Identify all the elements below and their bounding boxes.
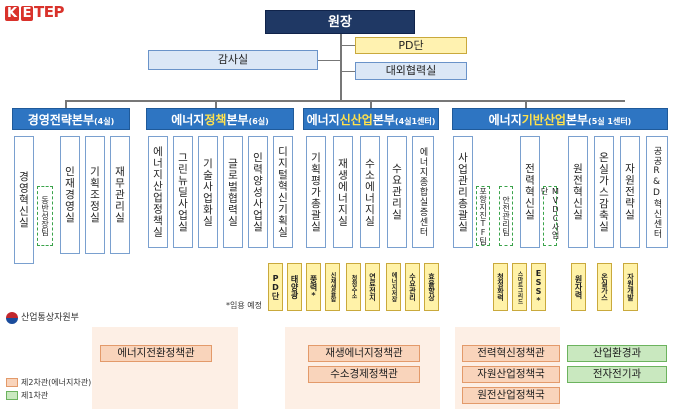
logo-text: E bbox=[20, 6, 33, 21]
policy-office: 에너지전환정책관 bbox=[100, 345, 212, 362]
hq-base-industry: 에너지기반산업본부(5실 1센터) bbox=[452, 108, 668, 130]
unit-box: 사업관리총괄실 bbox=[453, 136, 473, 248]
unit-box: 글로벌협력실 bbox=[223, 136, 243, 248]
hq-management: 경영전략본부(4실) bbox=[12, 108, 130, 130]
pd-small-box: 에너지저장 bbox=[386, 263, 401, 311]
policy-office: 전력혁신정책관 bbox=[462, 345, 560, 362]
hq-count: (5실 1센터) bbox=[588, 117, 632, 126]
subunit-box: MVDC사업단 bbox=[540, 186, 560, 246]
pd-small-box: 자원개발 bbox=[623, 263, 638, 311]
pd-small-box: 효율향상 bbox=[424, 263, 439, 311]
government-emblem-icon bbox=[6, 311, 18, 324]
unit-box: 인력양성사업실 bbox=[248, 136, 268, 248]
pd-small-box: 스마트그리드 bbox=[512, 263, 527, 311]
external-affairs-box: 대외협력실 bbox=[355, 62, 467, 80]
hq-count: (4실1센터) bbox=[394, 117, 436, 126]
hq-name: 에너지 bbox=[488, 113, 522, 127]
logo-text: K bbox=[5, 6, 19, 21]
hq-count: (6실) bbox=[248, 117, 269, 126]
pd-small-box: 신재생융합 bbox=[325, 263, 340, 311]
unit-box: 에너지종합실증센터 bbox=[412, 136, 434, 248]
pd-small-box: 청정화력 bbox=[493, 263, 508, 311]
pd-small-box: ESS* bbox=[531, 263, 546, 311]
unit-box: 그린뉴딜사업실 bbox=[173, 136, 193, 248]
policy-office: 수소경제정책관 bbox=[308, 366, 420, 383]
unit-box: 기획평가총괄실 bbox=[306, 136, 326, 248]
hq-policy: 에너지정책본부(6실) bbox=[146, 108, 294, 130]
hq-name: 에너지 bbox=[171, 113, 205, 127]
pd-small-box: 수요관리 bbox=[405, 263, 420, 311]
hq-name-highlight: 신산업 bbox=[339, 113, 373, 127]
logo-text: TEP bbox=[33, 3, 64, 21]
ministry-label: 산업통상자원부 bbox=[6, 310, 79, 324]
unit-box: 원전혁신실 bbox=[568, 136, 588, 248]
hq-name: 에너지 bbox=[306, 113, 340, 127]
appointment-note: *임용 예정 bbox=[226, 301, 262, 310]
unit-box: 자원전략실 bbox=[620, 136, 640, 248]
pd-small-box: PD단 bbox=[268, 263, 283, 311]
ministry-name: 산업통상자원부 bbox=[21, 313, 79, 323]
policy-office: 원전산업정책국 bbox=[462, 387, 560, 404]
subunit-box: 안전관리팀 bbox=[499, 186, 513, 246]
hq-name: 경영전략본부 bbox=[27, 113, 94, 127]
policy-office-green: 산업환경과 bbox=[567, 345, 667, 362]
policy-office: 재생에너지정책관 bbox=[308, 345, 420, 362]
subunit-box: 포항지진TF팀 bbox=[476, 186, 490, 246]
unit-box: 재생에너지실 bbox=[333, 136, 353, 248]
legend-item: 제1차관 bbox=[6, 390, 48, 401]
pd-box: PD단 bbox=[355, 37, 467, 54]
legend-label: 제2차관(에너지차관) bbox=[21, 378, 92, 387]
pd-small-box: 원자력 bbox=[571, 263, 586, 311]
unit-box: 경영혁신실 bbox=[14, 136, 34, 264]
unit-box: 수요관리실 bbox=[387, 136, 407, 248]
unit-box: 공공R&D혁신센터 bbox=[646, 136, 668, 248]
legend-swatch bbox=[6, 378, 18, 387]
pd-small-box: 온실가스 bbox=[597, 263, 612, 311]
hq-name: 본부 bbox=[226, 113, 249, 127]
president-box: 원장 bbox=[265, 10, 415, 34]
legend-label: 제1차관 bbox=[21, 391, 49, 400]
pd-small-box: 풍력* bbox=[306, 263, 321, 311]
policy-office-green: 전자전기과 bbox=[567, 366, 667, 383]
policy-office: 자원산업정책국 bbox=[462, 366, 560, 383]
legend-swatch bbox=[6, 391, 18, 400]
unit-box: 기획조정실 bbox=[85, 136, 105, 254]
hq-name: 본부 bbox=[372, 113, 395, 127]
audit-box: 감사실 bbox=[148, 50, 318, 70]
legend-item: 제2차관(에너지차관) bbox=[6, 377, 91, 388]
pd-small-box: 청정수소 bbox=[346, 263, 361, 311]
hq-name: 본부 bbox=[565, 113, 589, 127]
unit-box: 디지털혁신기획실 bbox=[273, 136, 293, 248]
pd-small-box: 태양광 bbox=[287, 263, 302, 311]
hq-name-highlight: 기반산업 bbox=[521, 113, 566, 127]
unit-box: 재무관리실 bbox=[110, 136, 130, 254]
policy-band bbox=[92, 327, 238, 409]
unit-box: 에너지산업정책실 bbox=[148, 136, 168, 248]
hq-new-industry: 에너지신산업본부(4실1센터) bbox=[303, 108, 439, 130]
hq-count: (4실) bbox=[94, 117, 115, 126]
unit-box: 온실가스감축실 bbox=[594, 136, 614, 248]
pd-small-box: 연료전지 bbox=[365, 263, 380, 311]
hq-name-highlight: 정책 bbox=[204, 113, 227, 127]
unit-box: 기술사업화실 bbox=[198, 136, 218, 248]
subunit-box: 동반성장팀 bbox=[37, 186, 53, 246]
unit-box: 수소에너지실 bbox=[360, 136, 380, 248]
unit-box: 전력혁신실 bbox=[520, 136, 540, 248]
unit-box: 인재경영실 bbox=[60, 136, 80, 254]
